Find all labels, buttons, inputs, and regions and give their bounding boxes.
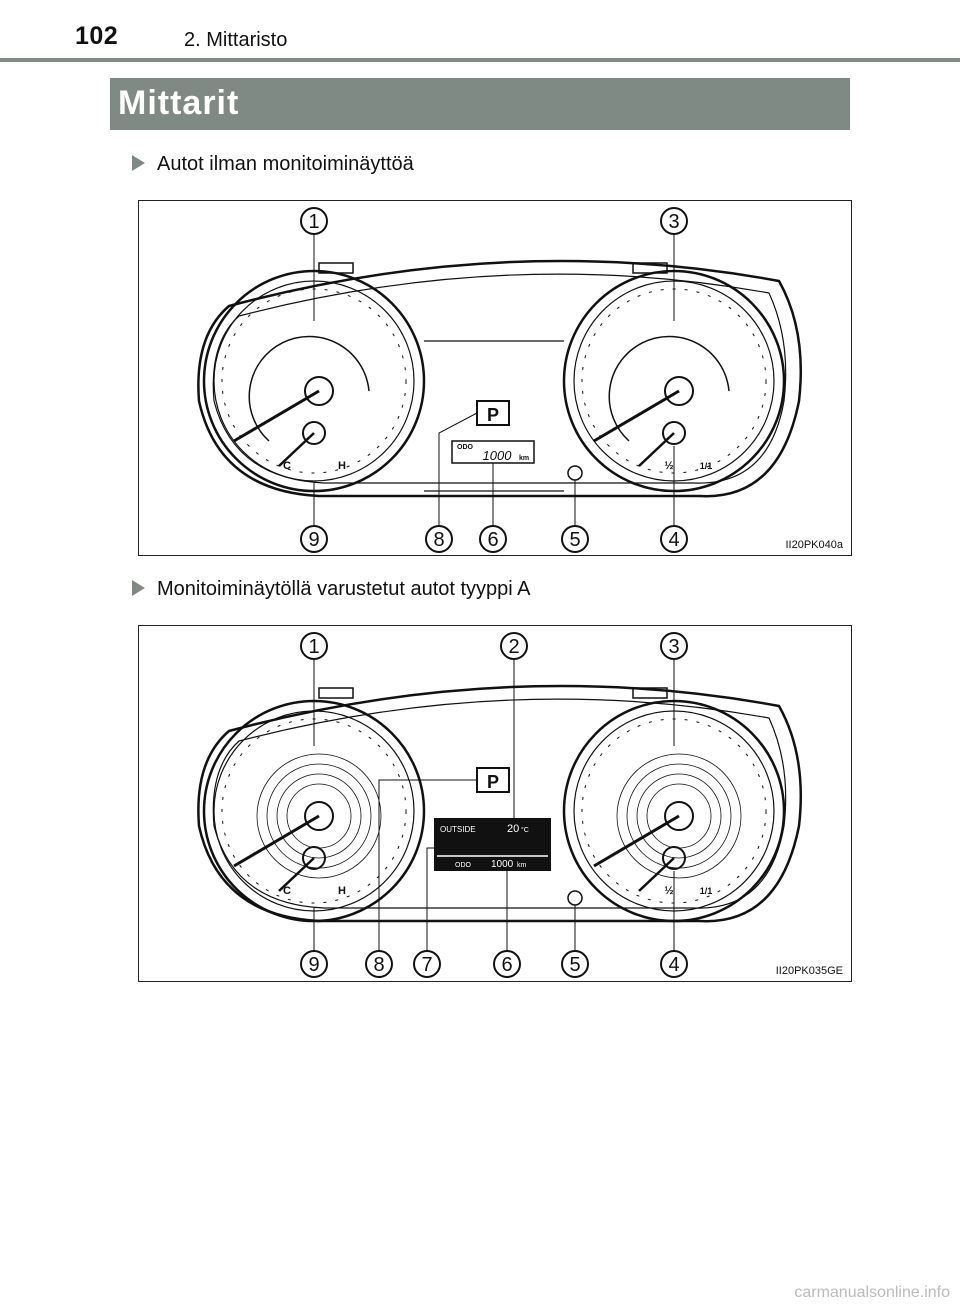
gear-indicator: P — [487, 772, 499, 792]
temp-hot-label: H — [338, 885, 346, 897]
header-rule — [0, 58, 960, 62]
variant-label-2: Monitoiminäytöllä varustetut autot tyypp… — [132, 578, 531, 601]
section-title: Mittarit — [118, 84, 240, 122]
callout-9: 9 — [308, 529, 319, 551]
variant-label-text: Monitoiminäytöllä varustetut autot tyypp… — [157, 578, 531, 600]
outside-unit: °C — [521, 826, 529, 834]
callout-5: 5 — [569, 954, 580, 976]
figure-code: II20PK040a — [785, 539, 844, 551]
variant-label-1: Autot ilman monitoiminäyttöä — [132, 153, 414, 176]
cluster-basic-illustration: 1 3 9 8 6 5 4 P ODO 1000 km C H ½ 1/1 — [197, 207, 802, 553]
chapter-title: 2. Mittaristo — [184, 29, 288, 51]
callout-4: 4 — [668, 954, 679, 976]
figure-cluster-multi-display: 1 2 3 9 8 7 6 5 4 P C H ½ 1/1 OUTSIDE 20… — [138, 625, 852, 982]
fuel-half-label: ½ — [664, 885, 673, 897]
callout-5: 5 — [569, 529, 580, 551]
fuel-full-label: 1/1 — [700, 461, 713, 471]
triangle-bullet-icon — [132, 155, 145, 171]
odo-value: 1000 — [491, 859, 514, 870]
odo-unit: km — [519, 455, 529, 462]
callout-3: 3 — [668, 211, 679, 233]
callout-7: 7 — [421, 954, 432, 976]
figure-cluster-basic: 1 3 9 8 6 5 4 P ODO 1000 km C H ½ 1/1 II… — [138, 200, 852, 556]
callout-8: 8 — [373, 954, 384, 976]
footer-watermark: carmanualsonline.info — [794, 1284, 950, 1301]
callout-6: 6 — [501, 954, 512, 976]
odo-unit: km — [517, 862, 527, 869]
page-number: 102 — [75, 22, 119, 50]
temp-hot-label: H — [338, 460, 346, 472]
callout-1: 1 — [308, 636, 319, 658]
fuel-half-label: ½ — [664, 460, 673, 472]
outside-label: OUTSIDE — [440, 825, 476, 834]
odo-label: ODO — [457, 444, 474, 451]
figure-code: II20PK035GE — [775, 965, 843, 977]
outside-temp: 20 — [507, 823, 519, 835]
odo-label: ODO — [455, 862, 472, 869]
triangle-bullet-icon — [132, 580, 145, 596]
multi-info-display — [434, 818, 551, 871]
variant-label-text: Autot ilman monitoiminäyttöä — [157, 153, 414, 175]
callout-3: 3 — [668, 636, 679, 658]
temp-cold-label: C — [283, 885, 291, 897]
temp-cold-label: C — [283, 460, 291, 472]
cluster-multi-display-illustration: 1 2 3 9 8 7 6 5 4 P C H ½ 1/1 OUTSIDE 20… — [197, 632, 802, 978]
section-title-band: Mittarit — [110, 78, 850, 130]
callout-9: 9 — [308, 954, 319, 976]
callout-2: 2 — [508, 636, 519, 658]
fuel-full-label: 1/1 — [700, 886, 713, 896]
callout-4: 4 — [668, 529, 679, 551]
gear-indicator: P — [487, 405, 499, 425]
callout-6: 6 — [487, 529, 498, 551]
callout-8: 8 — [433, 529, 444, 551]
odo-value: 1000 — [483, 448, 513, 463]
callout-1: 1 — [308, 211, 319, 233]
